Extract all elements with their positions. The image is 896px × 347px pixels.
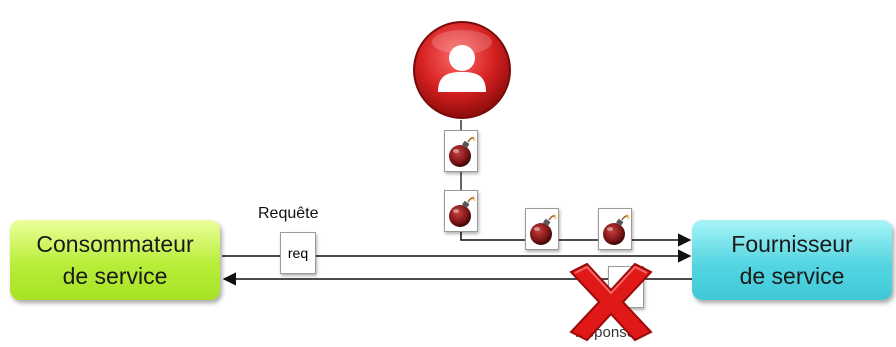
bomb-icon [444, 130, 478, 172]
red-x-icon [565, 262, 657, 342]
consumer-box: Consommateur de service [10, 220, 220, 300]
request-label: Requête [258, 205, 319, 222]
provider-box: Fournisseur de service [692, 220, 892, 300]
request-document: req [280, 232, 316, 274]
request-document-text: req [287, 245, 309, 261]
bomb-icon [525, 208, 559, 250]
bomb-icon [598, 208, 632, 250]
consumer-label: Consommateur de service [36, 231, 194, 289]
provider-label: Fournisseur de service [731, 231, 853, 289]
attacker-user-icon [412, 20, 512, 120]
bomb-icon [444, 190, 478, 232]
attack-arrow [460, 230, 692, 247]
